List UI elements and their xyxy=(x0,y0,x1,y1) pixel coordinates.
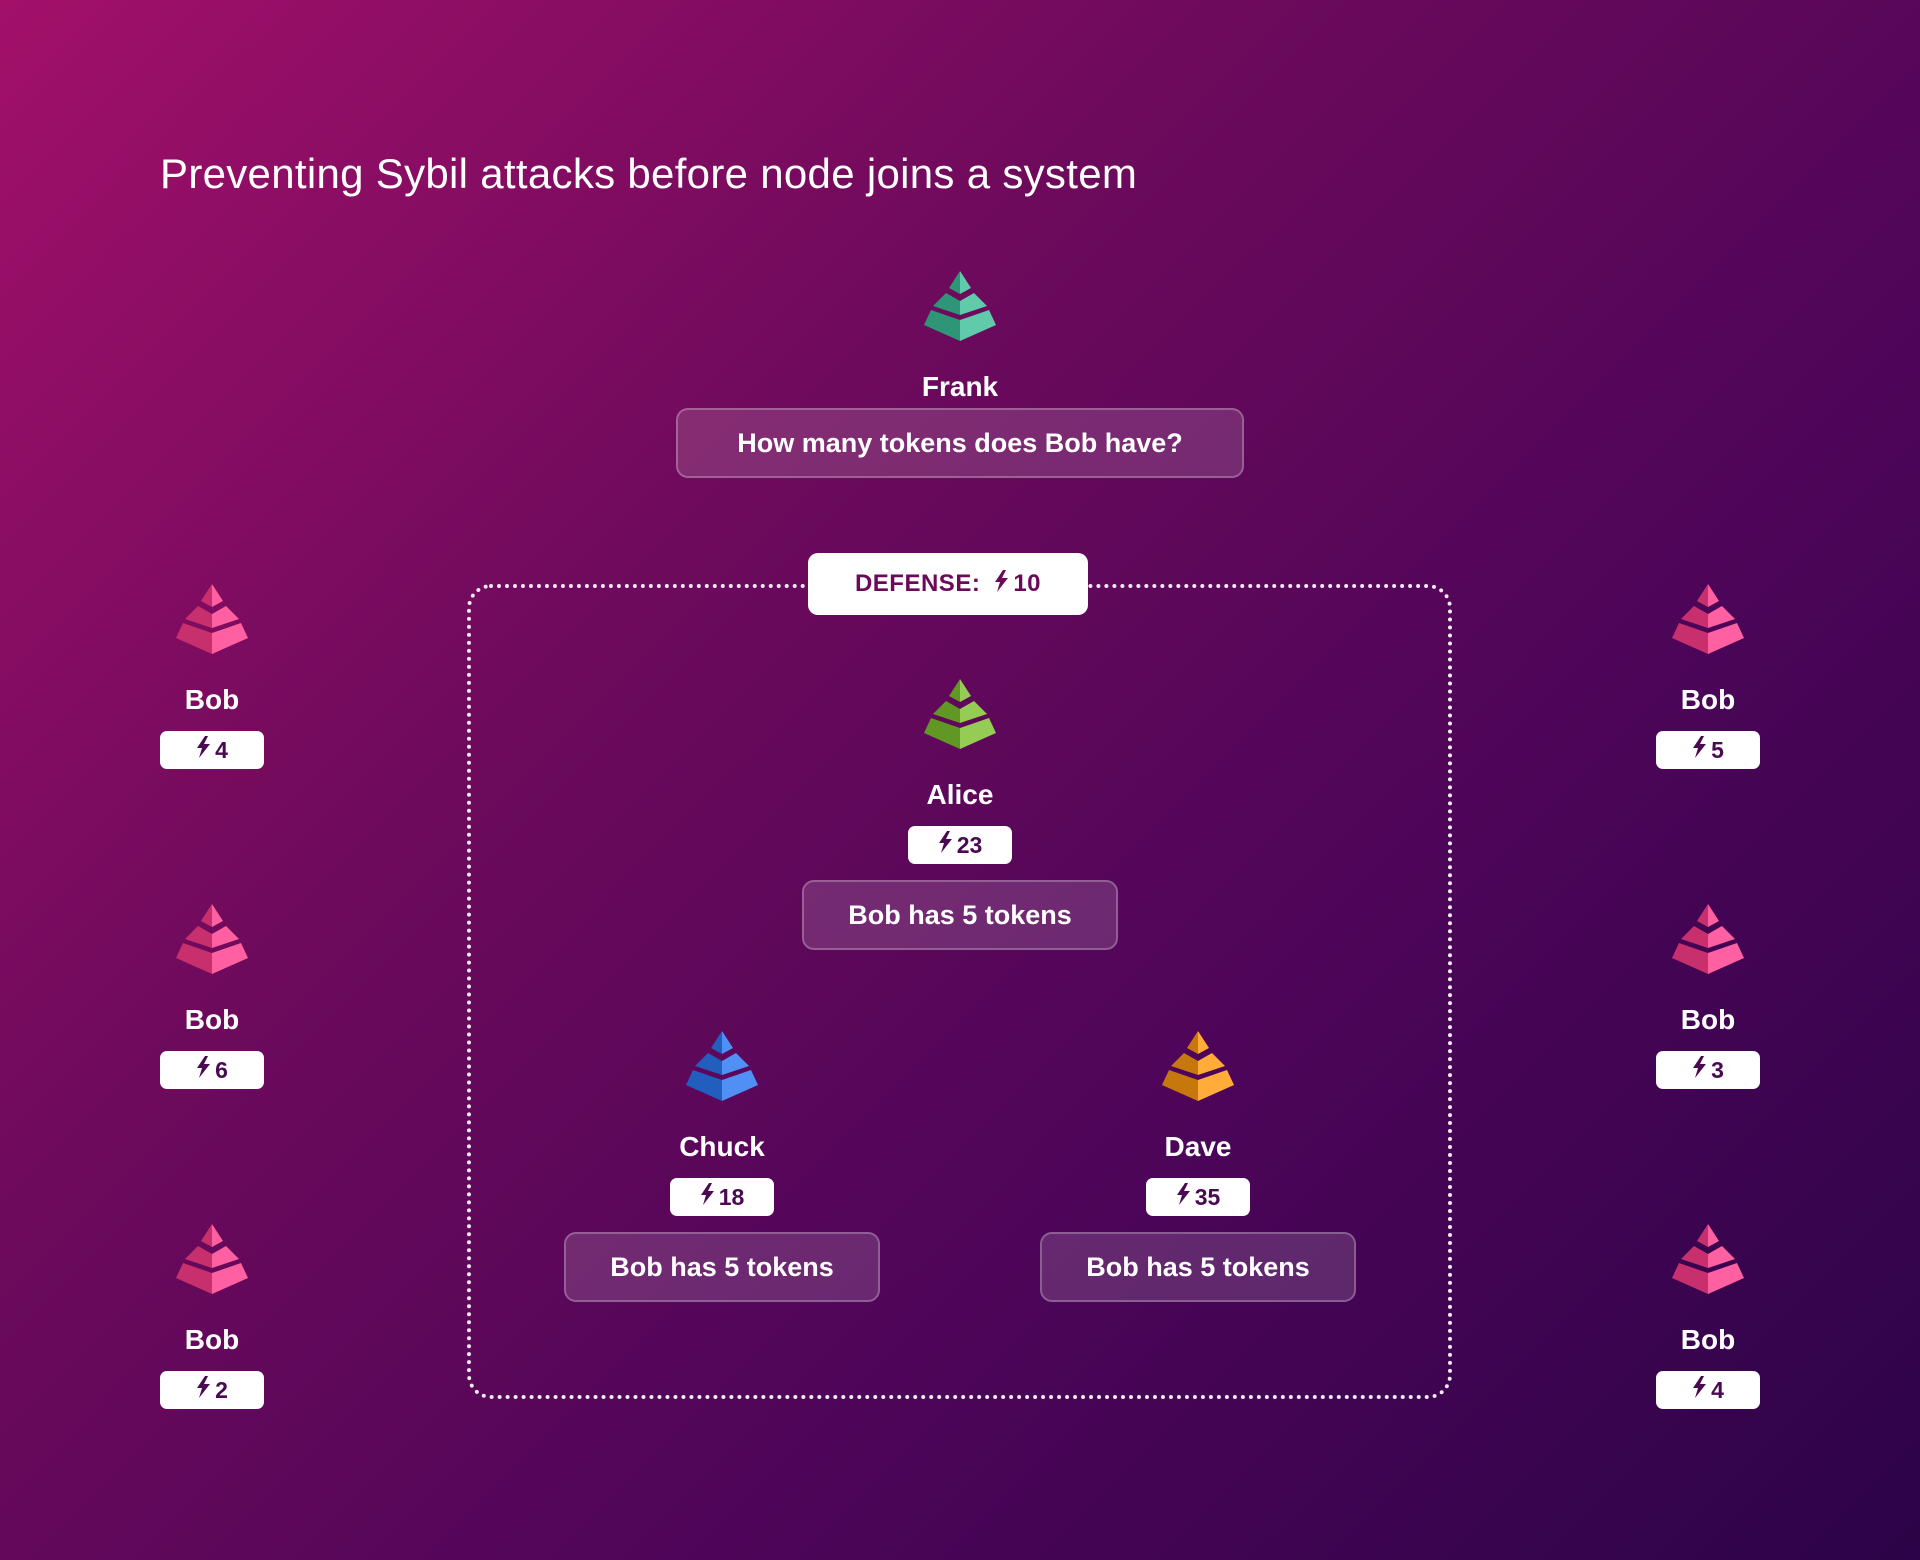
node-name: Bob xyxy=(184,684,240,715)
pyramid-icon xyxy=(175,583,249,655)
node-name: Chuck xyxy=(679,1131,765,1162)
token-badge: 18 xyxy=(670,1178,774,1216)
sybil-node-bob: Bob 4 xyxy=(1578,1223,1838,1409)
lightning-bolt-icon xyxy=(1692,1376,1707,1404)
node-chuck: Chuck 18 xyxy=(592,1030,852,1216)
lightning-bolt-icon xyxy=(196,1376,211,1404)
node-name: Bob xyxy=(184,1004,240,1035)
defense-value: 10 xyxy=(1013,570,1042,597)
pyramid-icon xyxy=(1671,903,1745,975)
node-name: Bob xyxy=(184,1324,240,1355)
token-badge: 3 xyxy=(1656,1051,1760,1089)
token-count: 3 xyxy=(1711,1056,1724,1083)
answer-bubble-dave: Bob has 5 tokens xyxy=(1040,1232,1356,1302)
page-title: Preventing Sybil attacks before node joi… xyxy=(160,150,1138,197)
token-count: 5 xyxy=(1711,736,1724,763)
token-count: 23 xyxy=(956,831,983,858)
token-badge: 2 xyxy=(160,1371,264,1409)
lightning-bolt-icon xyxy=(700,1183,715,1211)
node-name: Bob xyxy=(1680,1004,1736,1035)
lightning-bolt-icon xyxy=(196,736,211,764)
sybil-node-bob: Bob 2 xyxy=(82,1223,342,1409)
token-count: 4 xyxy=(215,736,228,763)
node-name: Alice xyxy=(926,779,994,810)
answer-bubble-chuck: Bob has 5 tokens xyxy=(564,1232,880,1302)
lightning-bolt-icon xyxy=(1692,736,1707,764)
defense-label: DEFENSE: xyxy=(854,570,981,597)
sybil-node-bob: Bob 5 xyxy=(1578,583,1838,769)
node-name: Bob xyxy=(1680,684,1736,715)
pyramid-icon xyxy=(923,678,997,750)
token-badge: 23 xyxy=(908,826,1012,864)
pyramid-icon xyxy=(1671,583,1745,655)
token-badge: 4 xyxy=(1656,1371,1760,1409)
lightning-bolt-icon xyxy=(196,1056,211,1084)
node-dave: Dave 35 xyxy=(1068,1030,1328,1216)
node-alice: Alice 23 xyxy=(830,678,1090,864)
sybil-node-bob: Bob 3 xyxy=(1578,903,1838,1089)
sybil-node-bob: Bob 4 xyxy=(82,583,342,769)
token-count: 18 xyxy=(718,1183,745,1210)
sybil-node-bob: Bob 6 xyxy=(82,903,342,1089)
token-count: 2 xyxy=(215,1376,228,1403)
lightning-bolt-icon xyxy=(1176,1183,1191,1211)
token-badge: 4 xyxy=(160,731,264,769)
defense-badge: DEFENSE: 10 xyxy=(808,553,1088,615)
pyramid-icon xyxy=(175,903,249,975)
token-badge: 35 xyxy=(1146,1178,1250,1216)
lightning-bolt-icon xyxy=(938,831,953,859)
answer-bubble-alice: Bob has 5 tokens xyxy=(802,880,1118,950)
pyramid-icon xyxy=(175,1223,249,1295)
node-name: Frank xyxy=(921,371,999,402)
token-badge: 6 xyxy=(160,1051,264,1089)
pyramid-icon xyxy=(1161,1030,1235,1102)
token-count: 35 xyxy=(1194,1183,1221,1210)
token-count: 6 xyxy=(215,1056,228,1083)
pyramid-icon xyxy=(1671,1223,1745,1295)
lightning-bolt-icon xyxy=(994,569,1009,599)
node-frank: Frank xyxy=(830,270,1090,404)
token-badge: 5 xyxy=(1656,731,1760,769)
question-bubble: How many tokens does Bob have? xyxy=(676,408,1244,478)
pyramid-icon xyxy=(685,1030,759,1102)
token-count: 4 xyxy=(1711,1376,1724,1403)
node-name: Bob xyxy=(1680,1324,1736,1355)
lightning-bolt-icon xyxy=(1692,1056,1707,1084)
node-name: Dave xyxy=(1164,1131,1232,1162)
pyramid-icon xyxy=(923,270,997,342)
